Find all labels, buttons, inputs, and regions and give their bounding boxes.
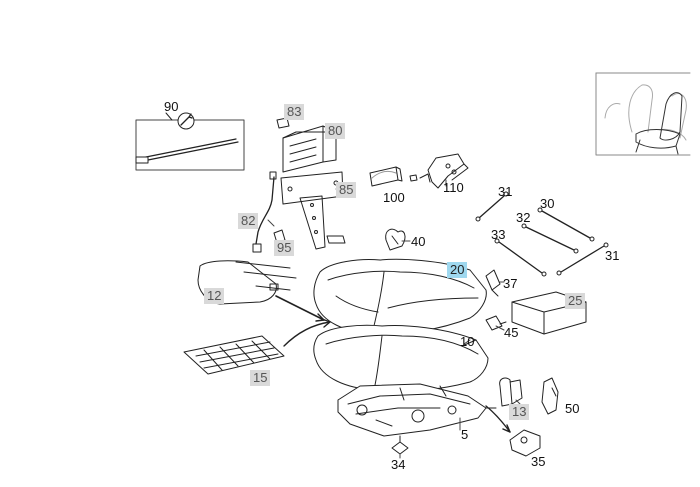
label-part-110[interactable]: 110 xyxy=(443,180,464,195)
leader-lines xyxy=(267,131,521,459)
label-part-85[interactable]: 85 xyxy=(336,182,357,198)
part-31-cable-lower[interactable] xyxy=(556,242,609,276)
label-part-100[interactable]: 100 xyxy=(383,190,405,205)
label-part-12[interactable]: 12 xyxy=(204,288,225,304)
label-part-13[interactable]: 13 xyxy=(509,404,530,420)
label-part-32[interactable]: 32 xyxy=(516,210,531,225)
label-part-95[interactable]: 95 xyxy=(274,240,295,256)
part-31-cable-upper[interactable] xyxy=(475,191,509,222)
part-83-clip[interactable] xyxy=(276,117,290,129)
label-part-40[interactable]: 40 xyxy=(411,234,426,249)
seat-overview-inset[interactable] xyxy=(595,72,691,156)
label-part-83[interactable]: 83 xyxy=(284,104,305,120)
part-5-seat-frame[interactable] xyxy=(337,383,497,437)
label-part-35[interactable]: 35 xyxy=(531,454,546,469)
part-82-tube[interactable] xyxy=(252,171,277,253)
part-35-mount[interactable] xyxy=(485,405,541,457)
part-110-lever[interactable] xyxy=(419,153,469,189)
part-37-bracket[interactable] xyxy=(485,269,501,297)
label-part-31-lower[interactable]: 31 xyxy=(605,248,620,263)
part-45-clip[interactable] xyxy=(485,315,507,331)
part-50-bracket[interactable] xyxy=(541,377,559,415)
part-30-cable[interactable] xyxy=(537,207,595,242)
label-part-50[interactable]: 50 xyxy=(565,401,580,416)
part-32-cable[interactable] xyxy=(521,223,579,254)
label-part-30[interactable]: 30 xyxy=(540,196,555,211)
part-34-bushing[interactable] xyxy=(391,435,409,455)
label-part-15[interactable]: 15 xyxy=(250,370,271,386)
part-90-cable-tool[interactable] xyxy=(135,112,245,171)
label-part-90[interactable]: 90 xyxy=(164,99,179,114)
label-part-10[interactable]: 10 xyxy=(460,334,475,349)
part-33-cable[interactable] xyxy=(494,238,547,277)
label-part-33[interactable]: 33 xyxy=(491,227,506,242)
label-part-80[interactable]: 80 xyxy=(325,123,346,139)
label-part-45[interactable]: 45 xyxy=(504,325,519,340)
label-part-82[interactable]: 82 xyxy=(238,213,259,229)
part-15-mesh-mat[interactable] xyxy=(183,318,331,375)
label-part-25[interactable]: 25 xyxy=(565,293,586,309)
label-part-34[interactable]: 34 xyxy=(391,457,406,472)
label-part-20[interactable]: 20 xyxy=(447,262,468,278)
label-part-31-upper[interactable]: 31 xyxy=(498,184,513,199)
label-part-37[interactable]: 37 xyxy=(503,276,518,291)
part-13-guide[interactable] xyxy=(499,377,523,407)
label-part-5[interactable]: 5 xyxy=(461,427,469,442)
part-100-switch[interactable] xyxy=(369,166,418,187)
part-20-cushion-cover[interactable] xyxy=(313,258,487,335)
part-40-clip[interactable] xyxy=(385,228,406,251)
